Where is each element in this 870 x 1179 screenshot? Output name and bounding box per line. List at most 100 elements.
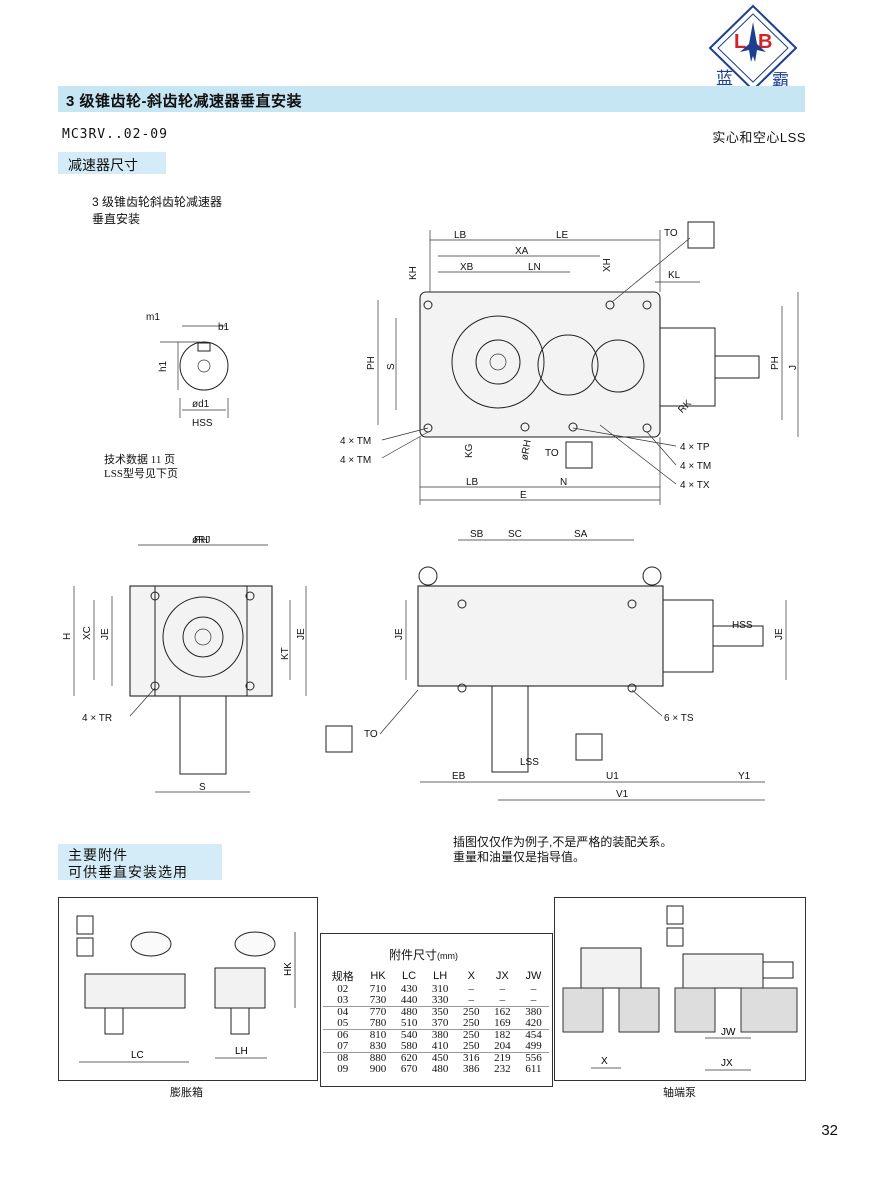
table-cell: 880 (362, 1052, 394, 1064)
front-label-6xts: 6 × TS (664, 713, 694, 724)
table-cell: 02 (337, 983, 349, 995)
table-cell: 510 (400, 1017, 418, 1029)
side-label-kt: KT (280, 647, 291, 660)
description-line-1: 3 级锥齿轮斜齿轮减速器 (92, 195, 223, 209)
table-cell: 420 (525, 1017, 542, 1029)
dim-xb: XB (460, 262, 474, 273)
dim-j: J (788, 365, 799, 370)
col-header: LC (402, 970, 417, 982)
callout-4xtp: 4 × TP (680, 442, 710, 453)
callout-4xtm-2: 4 × TM (340, 455, 371, 466)
page-number: 32 (821, 1122, 838, 1139)
dim-kh: KH (408, 266, 419, 280)
title-bar (58, 86, 805, 112)
side-view: øRJ PH H XC JE KT JE 4 × TR S (62, 535, 307, 793)
table-cell: 450 (424, 1052, 456, 1064)
expansion-tank-frame: HK LC LH (58, 897, 318, 1081)
table-cell: 499 (525, 1040, 542, 1052)
table-cell: 04 (323, 1006, 363, 1018)
dim-lb-top: LB (454, 230, 467, 241)
section-title-dimensions: 减速器尺寸 (68, 157, 138, 173)
dim-kg: KG (464, 443, 475, 458)
accessories-line-2: 可供垂直安装选用 (68, 864, 188, 880)
dim-xh: XH (602, 258, 613, 272)
table-cell: 900 (369, 1063, 387, 1075)
shaft-label-hss: HSS (192, 418, 213, 429)
table-cell: – (499, 983, 506, 995)
table-cell: 556 (517, 1052, 549, 1064)
table-caption-text: 附件尺寸 (389, 948, 438, 962)
table-cell: 480 (393, 1006, 425, 1018)
col-header: 规格 (331, 971, 354, 983)
section-bar-accessories (58, 844, 222, 880)
front-label-sa: SA (574, 529, 588, 540)
table-cell: 07 (337, 1040, 349, 1052)
table-cell: 310 (431, 983, 449, 995)
pump-label-jx: JX (721, 1058, 733, 1069)
table-cell: – (499, 994, 506, 1006)
dim-rk: RK (676, 398, 694, 416)
table-cell: 540 (393, 1029, 425, 1041)
table-cell: 380 (517, 1006, 549, 1018)
table-cell: 09 (337, 1063, 349, 1075)
col-header: X (467, 970, 475, 982)
tech-note: 技术数据 11 页 LSS型号见下页 (104, 453, 178, 481)
side-label-rj: øRJ (192, 535, 210, 546)
side-label-h: H (62, 633, 73, 640)
table-cell: – (530, 983, 537, 995)
logo-brand-left: 蓝 (716, 69, 733, 89)
table-cell: 169 (494, 1017, 511, 1029)
dim-to-top: TO (664, 228, 678, 239)
table-cell: 06 (323, 1029, 363, 1041)
top-view: LB LE XA XB LN KH XH KL TO PH S PH J RK … (340, 221, 799, 505)
table-cell: 830 (369, 1040, 387, 1052)
dim-ln: LN (528, 262, 541, 273)
table-cell: 810 (362, 1029, 394, 1041)
table-cell: 204 (494, 1040, 511, 1052)
dim-s: S (386, 363, 397, 370)
table-cell: – (468, 983, 475, 995)
dim-e: E (520, 490, 527, 501)
table-cell: 730 (369, 994, 387, 1006)
section-title-accessories: 主要附件 可供垂直安装选用 (68, 847, 188, 881)
table-cell: 620 (393, 1052, 425, 1064)
tank-label-hk: HK (283, 962, 294, 976)
callout-4xtm-1: 4 × TM (340, 436, 371, 447)
table-cell: 770 (362, 1006, 394, 1018)
shaft-label-m1: m1 (146, 312, 160, 323)
table-cell: 454 (517, 1029, 549, 1041)
side-label-je-right: JE (296, 628, 307, 640)
front-label-u1: U1 (606, 771, 619, 782)
table-cell: 182 (486, 1029, 518, 1041)
front-label-je-left: JE (394, 628, 405, 640)
side-label-xc: XC (82, 626, 93, 640)
tech-note-line-1: 技术数据 11 页 (104, 454, 176, 466)
front-label-y1: Y1 (738, 771, 751, 782)
shaft-pump-drawing: JW X JX (562, 905, 798, 1071)
table-header-row: 规格 HK LC LH X JX JW (323, 968, 549, 984)
table-cell: 380 (424, 1029, 456, 1041)
table-cell: 03 (337, 994, 349, 1006)
table-cell: 250 (455, 1029, 487, 1041)
table-cell: 08 (323, 1052, 363, 1064)
table-cell: 611 (525, 1063, 542, 1075)
table-cell: 162 (486, 1006, 518, 1018)
table-cell: 232 (494, 1063, 511, 1075)
tech-note-line-2: LSS型号见下页 (104, 468, 178, 480)
table-cell: – (468, 994, 475, 1006)
front-label-hss: HSS (732, 620, 753, 631)
table-cell: 440 (400, 994, 418, 1006)
table-cell: 410 (431, 1040, 449, 1052)
callout-4xtx: 4 × TX (680, 480, 710, 491)
table-cell: 480 (431, 1063, 449, 1075)
table-cell: 350 (424, 1006, 456, 1018)
